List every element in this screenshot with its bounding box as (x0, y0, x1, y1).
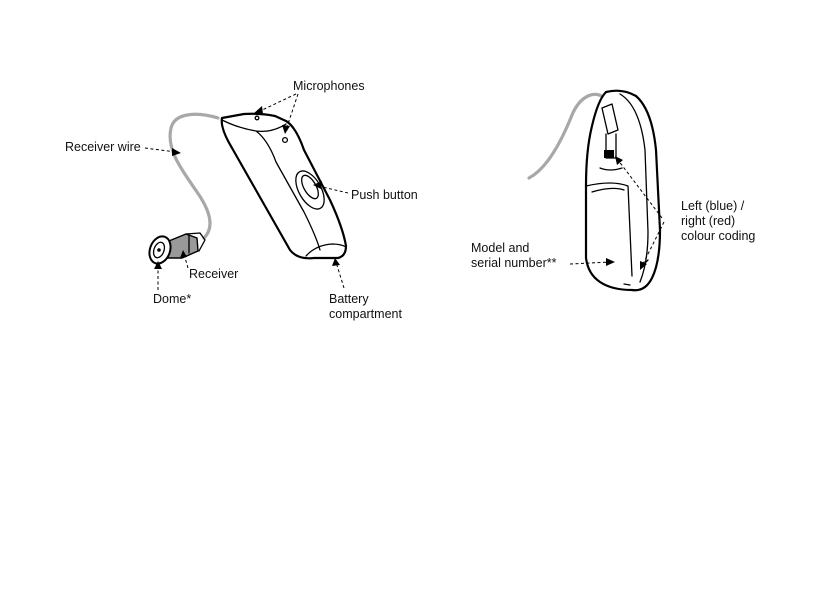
label-dome: Dome* (153, 292, 191, 306)
label-lr-line1: Left (blue) / (681, 199, 745, 213)
hearing-aid-front-view (146, 114, 346, 267)
label-battery-line1: Battery (329, 292, 369, 306)
label-model-line2: serial number** (471, 256, 557, 270)
label-battery-line2: compartment (329, 307, 402, 321)
device-body (222, 114, 346, 259)
label-receiver-wire: Receiver wire (65, 140, 141, 154)
label-model-line1: Model and (471, 241, 529, 255)
label-microphones: Microphones (293, 79, 365, 93)
label-push-button: Push button (351, 188, 418, 202)
label-receiver: Receiver (189, 267, 238, 281)
dome-receiver-icon (146, 233, 205, 267)
label-lr-line2: right (red) (681, 214, 735, 228)
receiver-wire (170, 114, 218, 238)
label-lr-line3: colour coding (681, 229, 755, 243)
